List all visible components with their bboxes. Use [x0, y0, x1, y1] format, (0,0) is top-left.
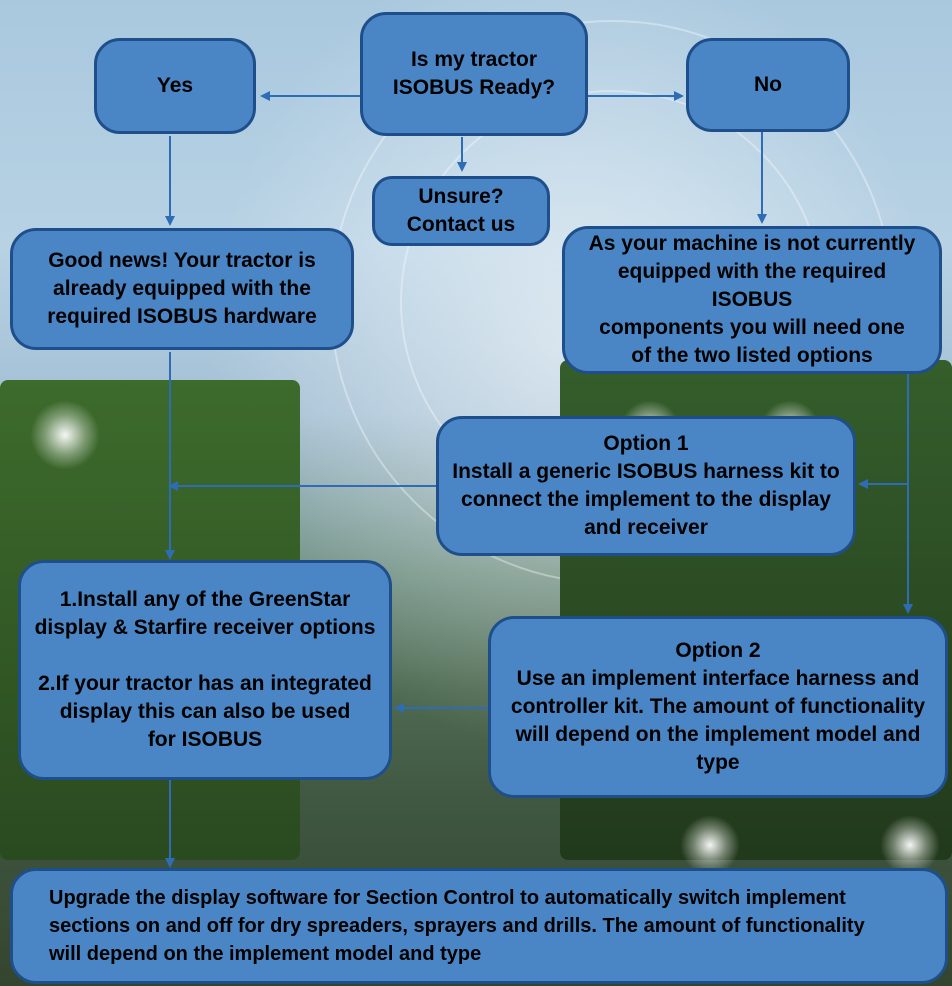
good-news-box: Good news! Your tractor is already equip…: [10, 228, 354, 350]
arrow-not-equipped-to-option1: [858, 374, 909, 489]
option1-text: Option 1 Install a generic ISOBUS harnes…: [452, 432, 840, 539]
not-equipped-box: As your machine is not currently equippe…: [562, 226, 942, 374]
upgrade-text: Upgrade the display software for Section…: [49, 887, 865, 965]
install-steps-box: 1.Install any of the GreenStar display &…: [18, 560, 392, 780]
install-steps-text: 1.Install any of the GreenStar display &…: [34, 588, 376, 751]
upgrade-box: Upgrade the display software for Section…: [10, 868, 948, 984]
good-news-text: Good news! Your tractor is already equip…: [47, 249, 317, 328]
yes-box: Yes: [94, 38, 256, 134]
headlight-glow: [680, 815, 740, 875]
option1-box: Option 1 Install a generic ISOBUS harnes…: [436, 416, 856, 556]
question-text: Is my tractor ISOBUS Ready?: [392, 48, 556, 99]
not-equipped-text: As your machine is not currently equippe…: [588, 232, 916, 367]
unsure-text: Unsure? Contact us: [406, 185, 516, 236]
option2-box: Option 2 Use an implement interface harn…: [488, 616, 948, 798]
headlight-glow: [30, 400, 100, 470]
headlight-glow: [880, 815, 940, 875]
unsure-box: Unsure? Contact us: [372, 176, 550, 246]
question-box: Is my tractor ISOBUS Ready?: [360, 12, 588, 136]
yes-text: Yes: [156, 74, 194, 97]
no-box: No: [686, 38, 850, 132]
no-text: No: [754, 73, 782, 96]
option2-text: Option 2 Use an implement interface harn…: [510, 639, 926, 774]
